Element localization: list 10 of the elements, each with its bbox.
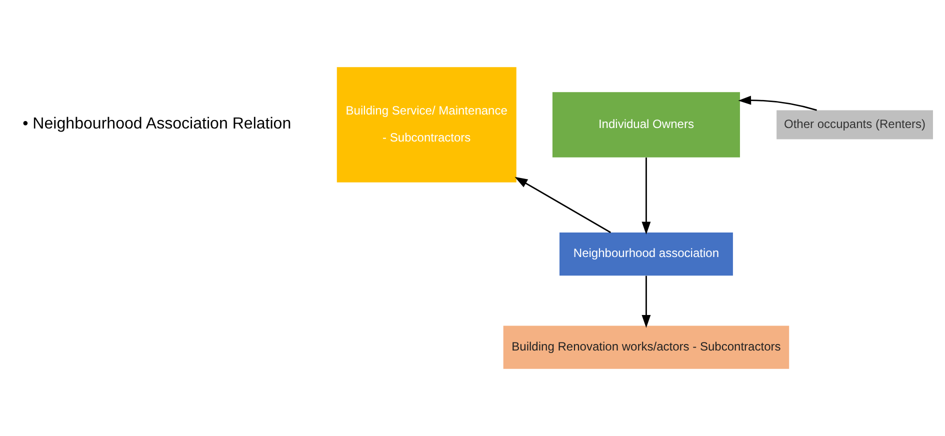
node-box: Individual Owners bbox=[552, 92, 740, 158]
arrow bbox=[738, 96, 816, 111]
label: • Neighbourhood Association Relation bbox=[22, 114, 291, 133]
arrow bbox=[514, 176, 610, 234]
node-box: Building Renovation works/actors - Subcontractors bbox=[502, 326, 789, 369]
node-box: Neighbourhood association bbox=[558, 232, 732, 276]
arrow bbox=[641, 276, 650, 328]
arrow bbox=[641, 158, 650, 235]
node-box: Building Service/ Maintenance - Subcontractors bbox=[336, 67, 516, 182]
node-box: Other occupants (Renters) bbox=[776, 110, 932, 140]
